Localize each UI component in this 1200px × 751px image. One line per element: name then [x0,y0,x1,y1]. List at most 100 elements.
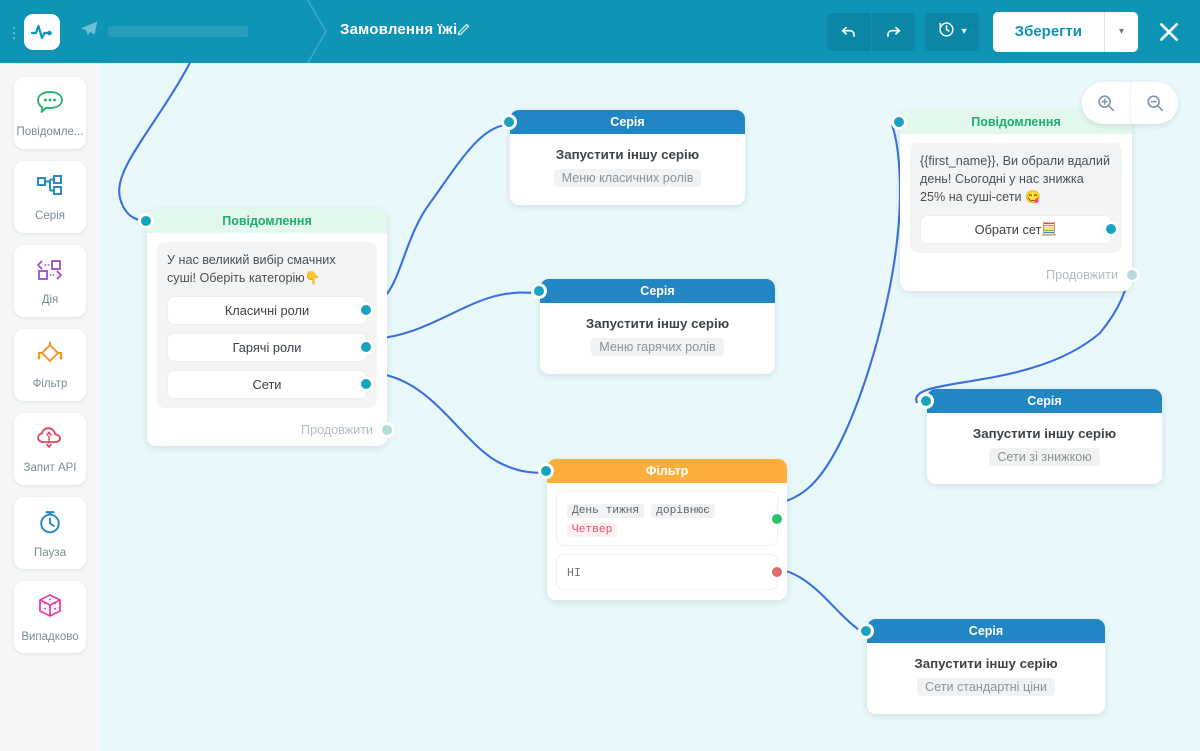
filter-else-row[interactable]: НІ [556,554,785,590]
node-body: Запустити іншу серію Меню гарячих ролів [540,303,775,374]
node-body: Запустити іншу серію Меню класичних ролі… [510,134,745,205]
series-title: Запустити іншу серію [585,316,730,331]
message-text: У нас великий вибір смачних суші! Оберіт… [167,252,367,288]
node-message-promo[interactable]: Повідомлення {{first_name}}, Ви обрали в… [891,110,1140,291]
sidebar-item-label: Дія [41,293,59,306]
history-clock-icon [937,20,956,44]
sidebar-item-label: Серія [35,209,65,222]
node-series-hot[interactable]: Серія Запустити іншу серію Меню гарячих … [531,279,775,374]
button-output-port[interactable] [358,302,374,319]
zoom-in-icon[interactable] [1082,82,1130,124]
history-caret-icon: ▾ [961,26,967,37]
filter-else-label: НІ [567,567,581,580]
series-title: Запустити іншу серію [555,147,700,162]
pencil-icon[interactable] [456,22,471,42]
sidebar-item-random[interactable]: Випадково [14,581,86,653]
message-text-value: {{first_name}}, Ви обрали вдалий день! С… [920,154,1110,204]
filter-diamond-icon [34,341,66,372]
continue-label: Продовжити [301,422,373,437]
sidebar-item-api-request[interactable]: Запит API [14,413,86,485]
api-cloud-icon [35,425,65,456]
button-output-port[interactable] [358,339,374,356]
sidebar-item-pause[interactable]: Пауза [14,497,86,569]
flow-canvas[interactable]: Повідомлення У нас великий вибір смачних… [100,63,1200,751]
continue-row[interactable]: Продовжити [147,416,395,446]
button-output-port[interactable] [1103,221,1119,238]
telegram-icon [78,18,100,45]
message-button[interactable]: Класичні роли [167,295,374,325]
history-button[interactable]: ▾ [924,12,979,51]
yum-face-emoji: 😋 [1025,189,1041,204]
node-header: Фільтр [547,459,787,483]
node-body: {{first_name}}, Ви обрали вдалий день! С… [900,134,1132,261]
save-dropdown-button[interactable]: ▾ [1104,11,1138,52]
series-tree-icon [35,173,65,204]
series-title: Запустити іншу серію [972,426,1117,441]
node-series-classic[interactable]: Серія Запустити іншу серію Меню класични… [501,110,745,205]
filter-operator-chip: дорівнює [651,504,715,518]
node-input-port[interactable] [918,393,934,409]
message-text-value: У нас великий вибір смачних суші! Оберіт… [167,253,336,285]
node-body: Запустити іншу серію Сети зі знижкою [927,413,1162,484]
message-button[interactable]: Гарячі роли [167,332,374,362]
node-message-main[interactable]: Повідомлення У нас великий вибір смачних… [138,209,395,446]
message-bubble: {{first_name}}, Ви обрали вдалий день! С… [910,143,1122,253]
node-input-port[interactable] [531,283,547,299]
continue-label: Продовжити [1046,267,1118,282]
sidebar-item-label: Фільтр [32,377,68,390]
node-series-standard[interactable]: Серія Запустити іншу серію Сети стандарт… [858,619,1105,714]
node-header: Серія [867,619,1105,643]
node-input-port[interactable] [891,114,907,130]
redo-button[interactable] [870,12,915,51]
button-output-port[interactable] [358,376,374,393]
node-body: У нас великий вибір смачних суші! Оберіт… [147,233,387,416]
undo-button[interactable] [826,12,871,51]
save-split-button: Зберегти ▾ [992,11,1138,52]
random-dice-icon [36,592,64,625]
message-button[interactable]: Сети [167,369,374,399]
node-input-port[interactable] [538,463,554,479]
sidebar-item-series[interactable]: Серія [14,161,86,233]
node-input-port[interactable] [138,213,154,229]
chevron-down-icon: ▾ [1118,26,1125,37]
filter-false-output-port[interactable] [769,564,785,580]
flow-title: Замовлення їжі [340,21,458,38]
action-brackets-icon [35,257,65,288]
series-tag: Меню гарячих ролів [591,338,724,356]
kebab-menu-icon[interactable]: ··· [11,18,17,46]
message-button-label: Класичні роли [224,302,310,318]
node-header: Серія [927,389,1162,413]
node-header: Серія [540,279,775,303]
zoom-controls [1082,82,1178,124]
sidebar-item-label: Повідомле... [16,125,84,138]
close-icon[interactable] [1156,19,1182,45]
node-input-port[interactable] [858,623,874,639]
continue-row[interactable]: Продовжити [900,261,1140,291]
sidebar-item-action[interactable]: Дія [14,245,86,317]
pointing-hand-emoji: 👇 [304,270,321,285]
pulse-logo-icon[interactable] [24,13,60,50]
filter-true-output-port[interactable] [769,510,785,527]
message-bubble: У нас великий вибір смачних суші! Оберіт… [157,242,377,408]
node-header: Серія [510,110,745,134]
message-button-label: Обрати сет [974,221,1042,237]
flow-connectors [118,63,1130,635]
message-button[interactable]: Обрати сет🧮 [920,214,1119,244]
account-name-blurred [108,26,248,37]
node-series-discount[interactable]: Серія Запустити іншу серію Сети зі знижк… [918,389,1162,484]
continue-output-port[interactable] [1124,266,1140,283]
continue-output-port[interactable] [379,421,395,438]
series-tag: Сети стандартні ціни [917,678,1055,696]
save-button[interactable]: Зберегти [992,11,1104,52]
top-bar-actions: ▾ Зберегти ▾ [826,0,1200,63]
sidebar-item-message[interactable]: Повідомле... [14,77,86,149]
breadcrumb-separator [306,0,327,63]
sidebar-item-label: Пауза [34,546,66,559]
zoom-out-icon[interactable] [1130,82,1178,124]
node-input-port[interactable] [501,114,517,130]
series-tag: Сети зі знижкою [989,448,1100,466]
sidebar-item-filter[interactable]: Фільтр [14,329,86,401]
